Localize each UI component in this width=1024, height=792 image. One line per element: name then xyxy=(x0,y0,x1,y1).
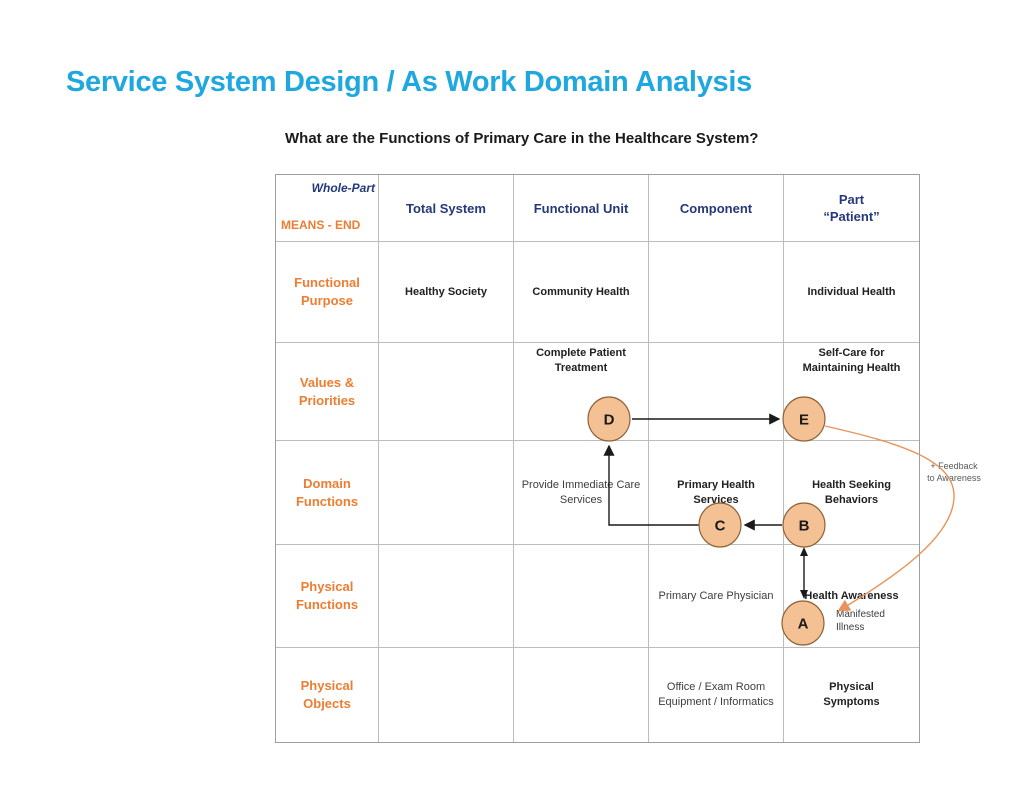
work-domain-analysis-table: Whole-Part MEANS - END Total System Func… xyxy=(275,174,920,743)
means-end-axis-label: MEANS - END xyxy=(281,218,361,232)
manifested-illness-label: Manifested Illness xyxy=(836,609,885,633)
cell-primary-health-services: Primary Health Services xyxy=(649,441,784,545)
cell-empty xyxy=(514,648,649,742)
cell-primary-care-physician: Primary Care Physician xyxy=(649,545,784,648)
cell-self-care-maintaining-health: Self-Care for Maintaining Health xyxy=(784,343,919,441)
cell-physical-symptoms: Physical Symptoms xyxy=(823,681,880,708)
cell-empty xyxy=(649,242,784,343)
whole-part-axis-label: Whole-Part xyxy=(311,181,375,195)
cell-office-exam-room-equipment: Office / Exam Room Equipment / Informati… xyxy=(649,648,784,742)
cell-empty xyxy=(379,545,514,648)
cell-empty xyxy=(379,441,514,545)
page-title: Service System Design / As Work Domain A… xyxy=(66,66,752,98)
row-label-domain-functions: Domain Functions xyxy=(276,441,379,545)
column-header-total-system: Total System xyxy=(379,175,514,242)
diagram-question-heading: What are the Functions of Primary Care i… xyxy=(285,130,759,147)
cell-complete-patient-treatment: Complete Patient Treatment xyxy=(514,343,649,441)
cell-empty xyxy=(379,343,514,441)
column-header-functional-unit: Functional Unit xyxy=(514,175,649,242)
cell-empty xyxy=(514,545,649,648)
row-label-values-priorities: Values & Priorities xyxy=(276,343,379,441)
feedback-to-awareness-label: + Feedback to Awareness xyxy=(927,461,981,483)
cell-healthy-society: Healthy Society xyxy=(379,242,514,343)
cell-provide-immediate-care-services: Provide Immediate Care Services xyxy=(514,441,649,545)
cell-individual-health: Individual Health xyxy=(784,242,919,343)
row-label-physical-functions: Physical Functions xyxy=(276,545,379,648)
table-corner-cell: Whole-Part MEANS - END xyxy=(276,175,379,242)
cell-empty xyxy=(649,343,784,441)
row-label-functional-purpose: Functional Purpose xyxy=(276,242,379,343)
row-label-physical-objects: Physical Objects xyxy=(276,648,379,742)
column-header-part-patient: Part “Patient” xyxy=(784,175,919,242)
cell-health-seeking-behaviors: Health Seeking Behaviors xyxy=(784,441,919,545)
cell-empty xyxy=(379,648,514,742)
column-header-component: Component xyxy=(649,175,784,242)
cell-community-health: Community Health xyxy=(514,242,649,343)
